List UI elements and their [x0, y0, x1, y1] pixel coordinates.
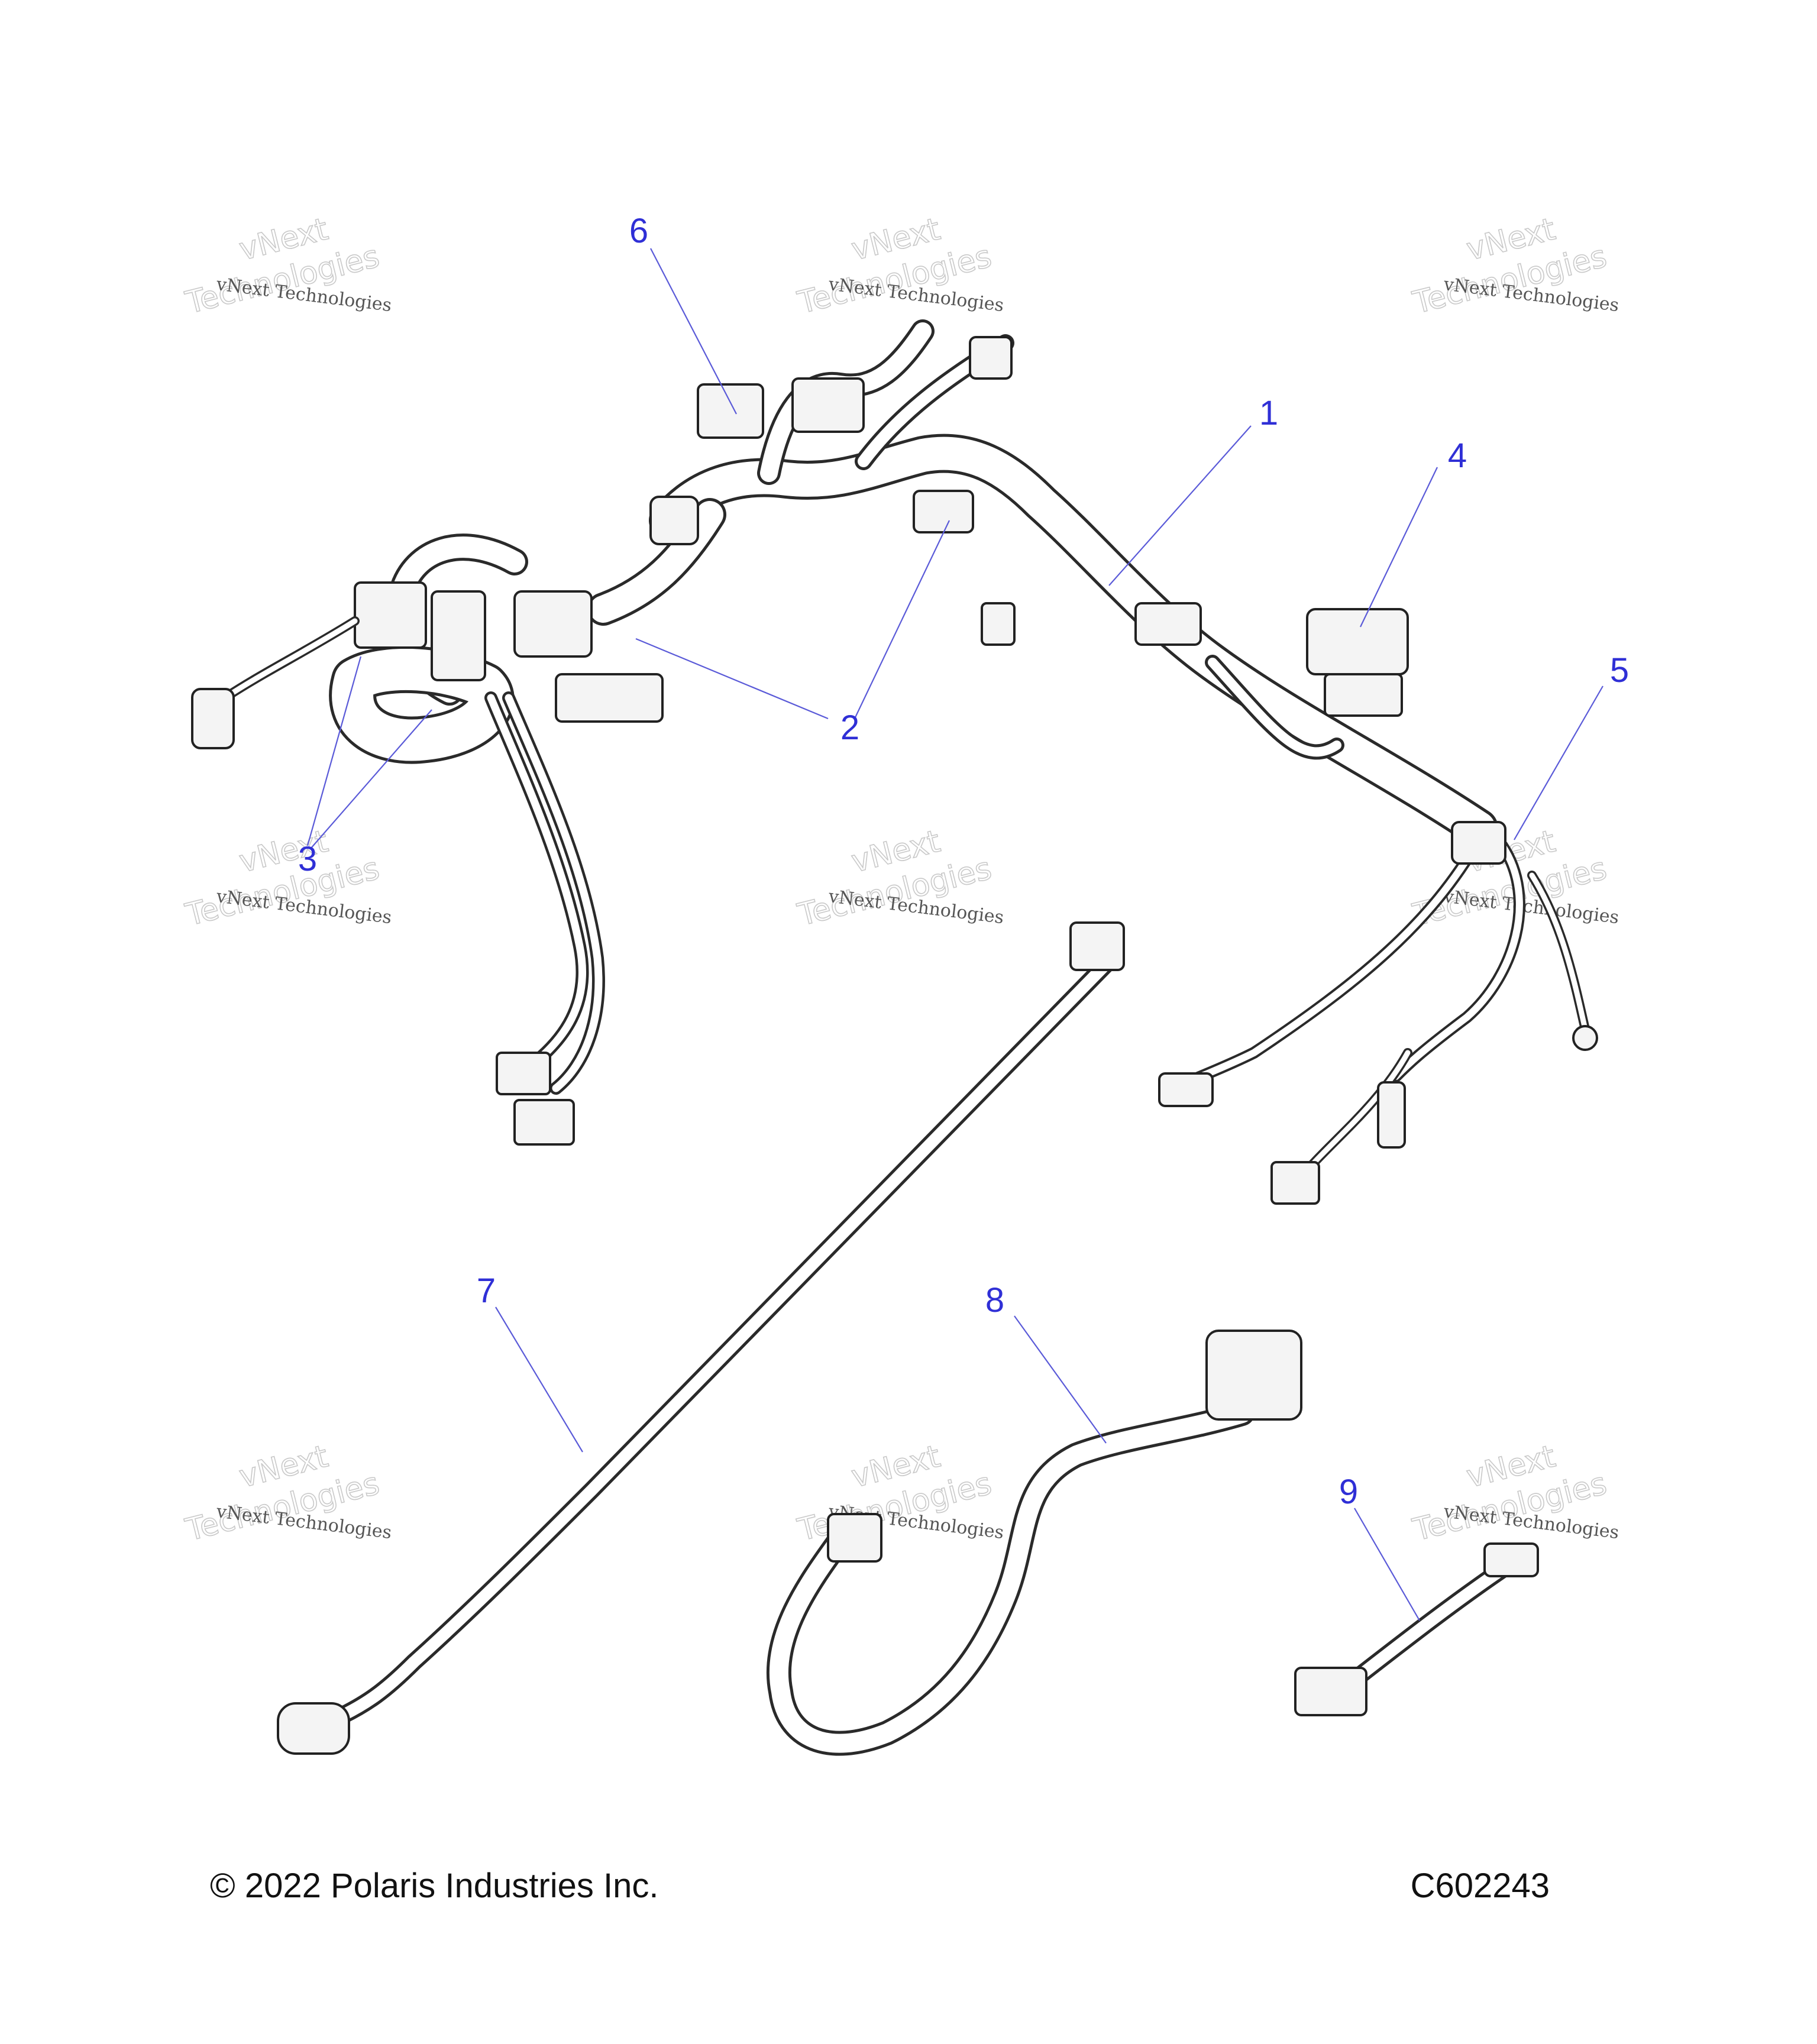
- leader-lines: [306, 248, 1603, 1621]
- connector: [1270, 1161, 1320, 1205]
- watermark: vNext Technologies vNext Technologies: [182, 823, 393, 934]
- connector: [1205, 1330, 1302, 1421]
- callout-4: 4: [1448, 436, 1467, 475]
- watermark: vNext Technologies vNext Technologies: [794, 823, 1005, 934]
- drawing-number: C602243: [1410, 1867, 1550, 1905]
- ring-terminal: [1572, 1025, 1598, 1051]
- fuse-block: [1306, 608, 1409, 675]
- callout-3: 3: [298, 840, 317, 878]
- connector: [969, 336, 1013, 380]
- connector: [913, 490, 974, 533]
- callout-labels: 1 2 3 4 5 6 7 8 9: [298, 212, 1629, 1511]
- harness-7: [277, 921, 1125, 1755]
- callout-8: 8: [985, 1281, 1004, 1319]
- watermark: vNext Technologies vNext Technologies: [1409, 1438, 1620, 1549]
- connector: [555, 673, 664, 723]
- connector: [191, 688, 235, 749]
- watermark: vNext Technologies vNext Technologies: [182, 211, 393, 322]
- connector: [649, 496, 699, 545]
- connector: [1158, 1072, 1214, 1107]
- harness-9: [1294, 1542, 1539, 1716]
- connector: [697, 383, 764, 439]
- callout-6: 6: [629, 212, 648, 250]
- connector: [431, 590, 486, 681]
- connector: [277, 1702, 350, 1755]
- sleeve: [1134, 602, 1202, 646]
- copyright-notice: © 2022 Polaris Industries Inc.: [210, 1867, 659, 1905]
- callout-7: 7: [477, 1272, 496, 1310]
- watermark: vNext Technologies vNext Technologies: [1409, 211, 1620, 322]
- connector: [354, 581, 427, 649]
- callout-1: 1: [1259, 394, 1278, 432]
- connector: [1069, 921, 1125, 971]
- connector: [1294, 1667, 1367, 1716]
- connector: [1483, 1542, 1539, 1577]
- callout-9: 9: [1339, 1473, 1358, 1511]
- watermark: vNext Technologies vNext Technologies: [794, 1438, 1005, 1549]
- relay: [513, 590, 593, 658]
- connector: [1324, 673, 1403, 717]
- connector: [1377, 1081, 1406, 1149]
- harness-8: [766, 1330, 1302, 1756]
- watermark: vNext Technologies vNext Technologies: [182, 1438, 393, 1549]
- main-harness: [191, 319, 1598, 1205]
- callout-2: 2: [840, 709, 859, 747]
- connector: [496, 1052, 551, 1095]
- connector: [981, 602, 1016, 646]
- grommet: [1451, 821, 1506, 865]
- watermark: vNext Technologies vNext Technologies: [794, 211, 1005, 322]
- connector: [513, 1099, 575, 1146]
- connector: [791, 377, 865, 433]
- connector: [827, 1513, 882, 1563]
- callout-5: 5: [1610, 651, 1629, 690]
